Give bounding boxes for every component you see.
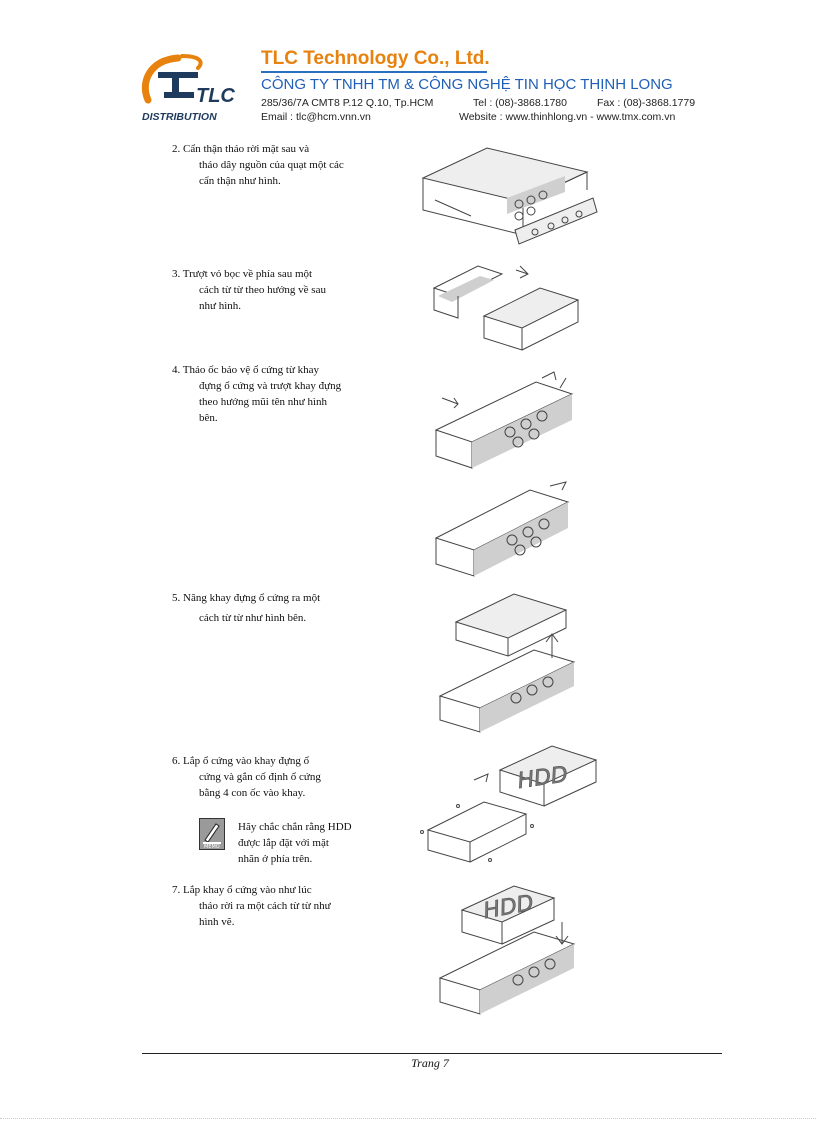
step-2-illustration [415, 140, 605, 250]
step-line: bằng 4 con ốc vào khay. [199, 787, 306, 799]
step-line: tháo dây nguồn của quạt một các [199, 159, 344, 171]
note-line: Hãy chắc chắn rằng HDD [238, 821, 352, 833]
logo-subtext: DISTRIBUTION [142, 111, 217, 123]
company-fax: Fax : (08)-3868.1779 [597, 97, 696, 109]
step-2-text: 2. Cẩn thận tháo rời mặt sau và tháo dây… [172, 141, 397, 189]
note-line: nhãn ở phía trên. [238, 853, 313, 865]
note-text: Hãy chắc chắn rằng HDD được lắp đặt với … [238, 819, 388, 867]
company-name-vn: CÔNG TY TNHH TM & CÔNG NGHỆ TIN HỌC THỊN… [261, 76, 673, 93]
page-bottom-divider [0, 1118, 816, 1119]
step-6-text: 6. Lắp ổ cứng vào khay đựng ổ cứng và gắ… [172, 753, 397, 801]
hdd-label: HDD [482, 891, 536, 924]
page-number: Trang 7 [411, 1056, 449, 1070]
svg-text:MEMO: MEMO [204, 844, 220, 850]
step-3-text: 3. Trượt vỏ bọc về phía sau một cách từ … [172, 266, 397, 314]
step-4-illustration-b [432, 478, 592, 586]
step-7-illustration: HDD [434, 880, 594, 1020]
note-line: được lắp đặt với mặt [238, 837, 329, 849]
company-website: Website : www.thinhlong.vn - www.tmx.com… [459, 111, 676, 123]
company-address: 285/36/7A CMT8 P.12 Q.10, Tp.HCM [261, 97, 434, 109]
step-5-text: 5. Nâng khay đựng ổ cứng ra một cách từ … [172, 590, 397, 626]
company-email: Email : tlc@hcm.vnn.vn [261, 111, 371, 123]
step-4-text: 4. Tháo ốc bảo vệ ổ cứng từ khay đựng ổ … [172, 362, 397, 426]
memo-note-icon: MEMO [199, 818, 225, 850]
footer-rule [142, 1053, 722, 1054]
step-line: cách từ từ như hình bên. [199, 612, 307, 624]
step-line: bên. [199, 412, 218, 424]
step-line: hình vẽ. [199, 916, 235, 928]
logo-text: TLC [196, 85, 235, 107]
step-line: cứng và gắn cố định ổ cứng [199, 771, 321, 783]
step-5-illustration [434, 588, 594, 738]
step-line: 6. Lắp ổ cứng vào khay đựng ổ [172, 755, 310, 767]
step-line: như hình. [199, 300, 242, 312]
step-7-text: 7. Lắp khay ổ cứng vào như lúc tháo rời … [172, 882, 397, 930]
step-line: đựng ổ cứng và trượt khay đựng [199, 380, 342, 392]
tlc-logo: TLC DISTRIBUTION [138, 52, 250, 124]
step-line: cẩn thận như hình. [199, 175, 281, 187]
step-line: 2. Cẩn thận tháo rời mặt sau và [172, 143, 310, 155]
step-line: 7. Lắp khay ổ cứng vào như lúc [172, 884, 312, 896]
company-name-underline [261, 71, 487, 73]
company-name-en: TLC Technology Co., Ltd. [261, 48, 490, 69]
company-tel: Tel : (08)-3868.1780 [473, 97, 567, 109]
step-line: cách từ từ theo hướng về sau [199, 284, 326, 296]
step-6-illustration: HDD [414, 742, 606, 872]
step-line: 4. Tháo ốc bảo vệ ổ cứng từ khay [172, 364, 320, 376]
step-line: theo hướng mũi tên như hình [199, 396, 328, 408]
step-line: 5. Nâng khay đựng ổ cứng ra một [172, 592, 321, 604]
step-4-illustration-a [432, 368, 592, 476]
step-3-illustration [428, 258, 588, 358]
step-line: tháo rời ra một cách từ từ như [199, 900, 331, 912]
step-line: 3. Trượt vỏ bọc về phía sau một [172, 268, 313, 280]
